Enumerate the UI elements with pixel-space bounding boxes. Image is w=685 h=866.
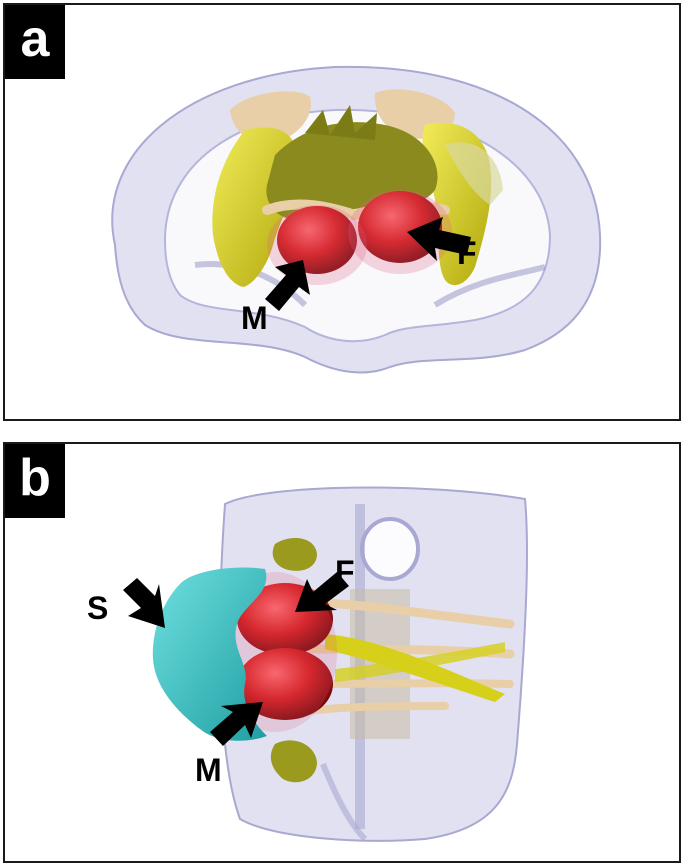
arrow-s: [123, 578, 165, 628]
arrow-m: [210, 702, 263, 746]
ligament: [281, 597, 515, 718]
label-f: F: [335, 554, 355, 590]
label-f: F: [457, 235, 477, 271]
ovary-pair: [267, 190, 452, 285]
label-m: M: [195, 752, 222, 788]
panel-b-illustration: [123, 486, 528, 842]
panel-label-b: b: [5, 444, 65, 518]
arrow-m: [265, 260, 310, 311]
panel-a: a M F: [3, 3, 681, 421]
panel-b: b S F M: [3, 442, 681, 863]
panel-a-illustration: [111, 65, 602, 374]
olive-tissue: [270, 538, 317, 783]
arrow-f: [407, 217, 471, 261]
sacrum: [152, 567, 267, 741]
panel-label-a: a: [5, 5, 65, 79]
label-m: M: [241, 300, 268, 336]
arrow-f: [295, 572, 349, 612]
label-s: S: [87, 590, 109, 626]
